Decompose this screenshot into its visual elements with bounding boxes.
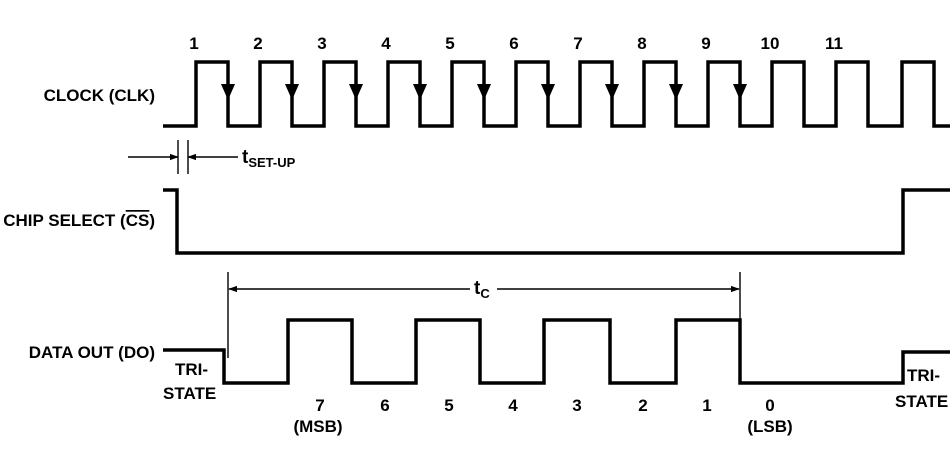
falling-edge-arrow-icon xyxy=(413,84,427,100)
tristate-left-line1: TRI- xyxy=(175,360,208,379)
data-out-signal-label: DATA OUT (DO) xyxy=(29,343,155,362)
clock-pulse-number: 1 xyxy=(189,34,198,53)
falling-edge-arrow-icon xyxy=(605,84,619,100)
clock-pulse-number: 9 xyxy=(701,34,710,53)
data-bit-number: 3 xyxy=(572,396,581,415)
data-bit-number: 6 xyxy=(380,396,389,415)
clock-pulse-number: 4 xyxy=(381,34,391,53)
tristate-right-line2: STATE xyxy=(895,392,948,411)
data-bit-number: 0 xyxy=(765,396,774,415)
data-bit-number: 1 xyxy=(702,396,711,415)
conversion-time-dimension: tC xyxy=(227,272,741,358)
clock-pulse-number: 8 xyxy=(637,34,646,53)
chip-select-overbar-text: CS xyxy=(126,211,150,230)
conversion-time-label: tC xyxy=(474,278,490,301)
falling-edge-arrow-icon xyxy=(285,84,299,100)
clock-falling-edge-arrows xyxy=(221,84,747,100)
setup-time-dimension: tSET-UP xyxy=(128,140,296,174)
data-bit-number: 7 xyxy=(315,396,324,415)
data-bit-numbers: 7 6 5 4 3 2 1 0 xyxy=(315,396,774,415)
clock-pulse-numbers: 1 2 3 4 5 6 7 8 9 10 11 xyxy=(189,34,843,53)
setup-time-label: tSET-UP xyxy=(242,147,296,170)
data-bit-number: 4 xyxy=(508,396,518,415)
chip-select-waveform xyxy=(163,188,950,255)
clock-pulse-number: 6 xyxy=(509,34,518,53)
clock-pulse-number: 10 xyxy=(761,34,780,53)
chip-select-signal-label: CHIP SELECT (CS) xyxy=(3,211,155,230)
tristate-left-line2: STATE xyxy=(163,384,216,403)
falling-edge-arrow-icon xyxy=(477,84,491,100)
falling-edge-arrow-icon xyxy=(669,84,683,100)
clock-pulse-number: 5 xyxy=(445,34,454,53)
clock-pulse-number: 3 xyxy=(317,34,326,53)
clock-signal-label: CLOCK (CLK) xyxy=(44,86,155,105)
falling-edge-arrow-icon xyxy=(733,84,747,100)
clock-pulse-number: 7 xyxy=(573,34,582,53)
tristate-right-line1: TRI- xyxy=(907,366,940,385)
falling-edge-arrow-icon xyxy=(541,84,555,100)
falling-edge-arrow-icon xyxy=(349,84,363,100)
data-bit-number: 5 xyxy=(444,396,453,415)
falling-edge-arrow-icon xyxy=(221,84,235,100)
clock-waveform xyxy=(163,60,950,128)
clock-pulse-number: 11 xyxy=(825,34,843,53)
clock-pulse-number: 2 xyxy=(253,34,262,53)
data-out-waveform xyxy=(163,318,950,385)
msb-label: (MSB) xyxy=(293,417,342,436)
lsb-label: (LSB) xyxy=(747,417,792,436)
data-bit-number: 2 xyxy=(638,396,647,415)
